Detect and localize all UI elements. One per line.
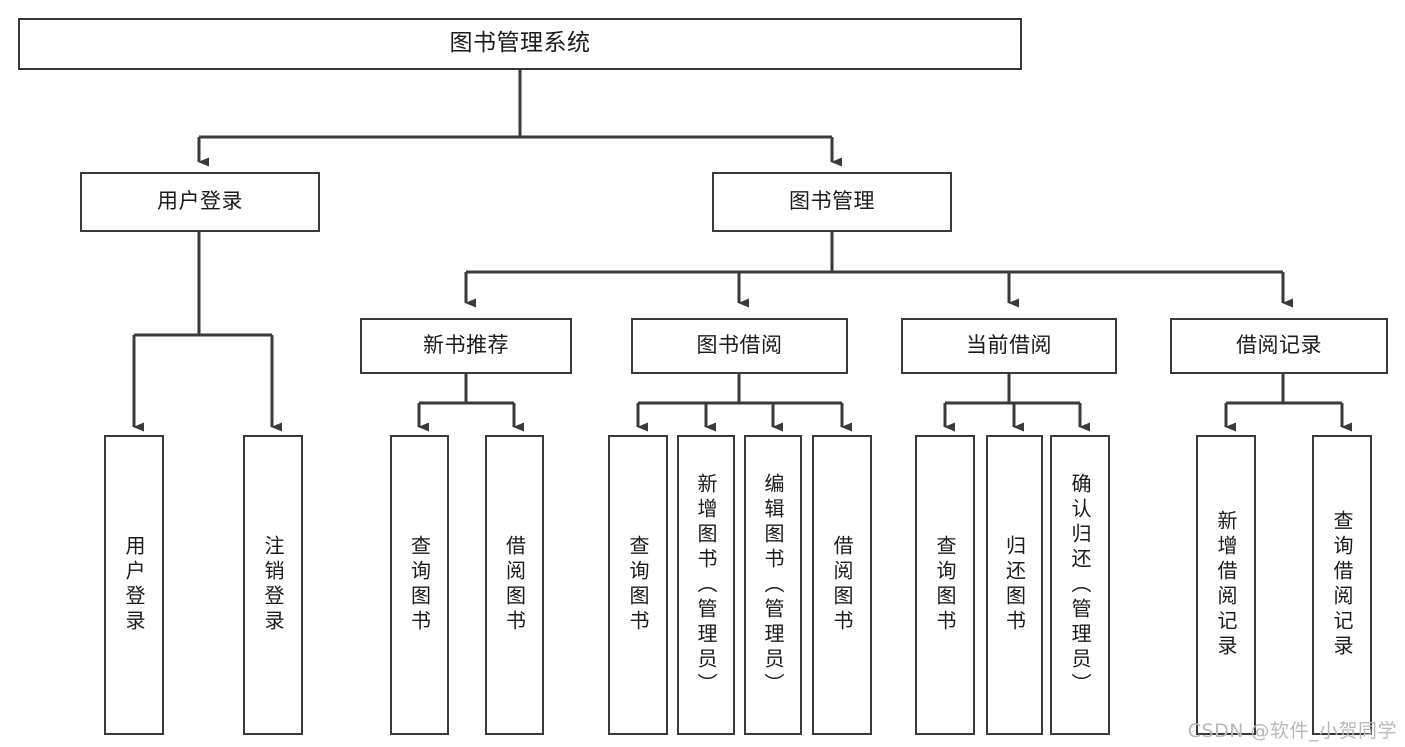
- node-label: 新增图书（管理员）: [694, 472, 718, 698]
- node-leaf-confirm-return-admin[interactable]: 确认归还（管理员）: [1050, 435, 1110, 735]
- node-leaf-borrow-book-new[interactable]: 借阅图书: [485, 435, 544, 735]
- node-label: 图书管理: [789, 189, 875, 214]
- node-leaf-query-borrow-record[interactable]: 查询借阅记录: [1312, 435, 1372, 735]
- node-leaf-add-book-admin[interactable]: 新增图书（管理员）: [677, 435, 735, 735]
- node-label: 归还图书: [1002, 535, 1027, 635]
- node-label: 图书管理系统: [449, 30, 591, 57]
- node-leaf-logout[interactable]: 注销登录: [243, 435, 303, 735]
- node-user-login[interactable]: 用户登录: [80, 172, 320, 232]
- node-label: 查询图书: [626, 535, 650, 635]
- node-current-borrow[interactable]: 当前借阅: [901, 318, 1117, 374]
- node-label: 用户登录: [122, 535, 146, 635]
- node-label: 编辑图书（管理员）: [761, 472, 785, 698]
- node-label: 查询借阅记录: [1330, 510, 1354, 660]
- node-borrow-record[interactable]: 借阅记录: [1170, 318, 1388, 374]
- node-leaf-query-book-new[interactable]: 查询图书: [390, 435, 449, 735]
- node-label: 新书推荐: [423, 333, 509, 358]
- node-label: 查询图书: [407, 535, 432, 635]
- node-label: 确认归还（管理员）: [1068, 472, 1092, 698]
- node-new-book-recommend[interactable]: 新书推荐: [360, 318, 572, 374]
- node-label: 查询图书: [933, 535, 957, 635]
- node-book-management[interactable]: 图书管理: [712, 172, 952, 232]
- node-root-system[interactable]: 图书管理系统: [18, 18, 1022, 70]
- node-label: 当前借阅: [966, 333, 1052, 358]
- node-leaf-query-book-current[interactable]: 查询图书: [915, 435, 975, 735]
- node-label: 用户登录: [157, 189, 243, 214]
- node-label: 借阅图书: [830, 535, 854, 635]
- node-leaf-user-login[interactable]: 用户登录: [104, 435, 164, 735]
- node-label: 新增借阅记录: [1214, 510, 1238, 660]
- node-leaf-add-borrow-record[interactable]: 新增借阅记录: [1196, 435, 1256, 735]
- node-label: 图书借阅: [696, 333, 783, 358]
- node-leaf-query-book-borrow[interactable]: 查询图书: [608, 435, 668, 735]
- node-leaf-borrow-book[interactable]: 借阅图书: [812, 435, 872, 735]
- node-leaf-edit-book-admin[interactable]: 编辑图书（管理员）: [744, 435, 802, 735]
- node-label: 借阅图书: [502, 535, 527, 635]
- node-label: 注销登录: [261, 535, 285, 635]
- node-book-borrow[interactable]: 图书借阅: [631, 318, 848, 374]
- node-leaf-return-book[interactable]: 归还图书: [986, 435, 1043, 735]
- node-label: 借阅记录: [1236, 333, 1322, 358]
